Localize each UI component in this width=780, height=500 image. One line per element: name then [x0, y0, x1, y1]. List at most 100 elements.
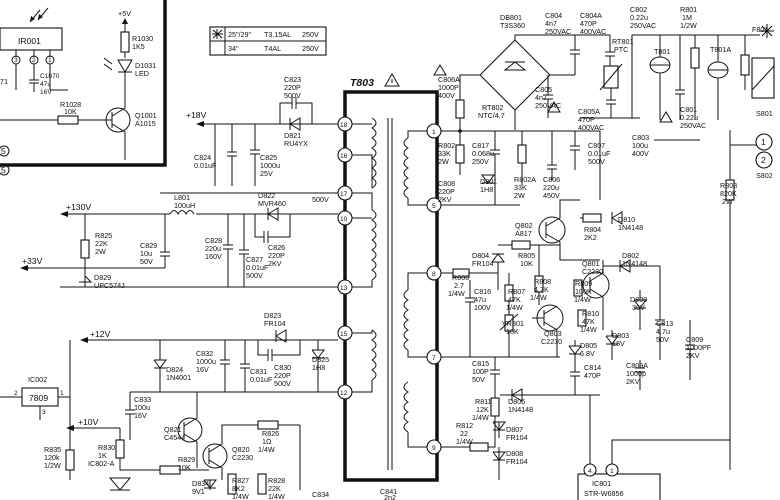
- svg-text:1N4148: 1N4148: [622, 259, 647, 268]
- svg-text:D801: D801: [480, 177, 497, 186]
- c806a-warning-icon: [433, 64, 447, 76]
- c830-capacitor: [257, 340, 301, 361]
- svg-text:D806: D806: [508, 397, 525, 406]
- c831-capacitor: [240, 340, 250, 392]
- svg-text:1/4W: 1/4W: [232, 492, 249, 500]
- svg-text:9: 9: [432, 445, 436, 452]
- c809-capacitor: [685, 320, 695, 380]
- svg-text:2K2: 2K2: [584, 233, 597, 242]
- svg-text:R801: R801: [680, 5, 697, 14]
- svg-text:15: 15: [340, 331, 348, 338]
- f801-star-icon: [760, 24, 774, 38]
- svg-text:250VAC: 250VAC: [630, 21, 656, 30]
- svg-text:IC002: IC002: [28, 375, 47, 384]
- svg-text:R828: R828: [268, 476, 285, 485]
- left-connector-pin-b: [0, 164, 10, 176]
- svg-text:1K: 1K: [98, 451, 107, 460]
- c816-capacitor: [465, 280, 475, 357]
- control-circuits: Q802 A817 R804 2K2 D810 1N4148 D804 FR10…: [380, 199, 730, 500]
- svg-text:D824: D824: [166, 365, 183, 374]
- svg-text:R808: R808: [534, 277, 551, 286]
- l801-inductor: [169, 210, 195, 216]
- svg-text:C831: C831: [250, 367, 267, 376]
- svg-text:LED: LED: [135, 69, 149, 78]
- r812-resistor: [469, 442, 489, 452]
- svg-text:1/4W: 1/4W: [456, 437, 473, 446]
- d805-zener: [568, 340, 582, 370]
- svg-text:1/4W: 1/4W: [258, 445, 275, 454]
- led-arrows: [103, 57, 113, 71]
- c805-warning-icon: [547, 101, 561, 113]
- svg-text:47u: 47u: [40, 81, 51, 88]
- c805a-capacitor: [580, 88, 640, 119]
- svg-text:47K: 47K: [582, 317, 595, 326]
- svg-text:1000u: 1000u: [260, 161, 280, 170]
- svg-text:D810: D810: [618, 215, 635, 224]
- svg-text:R835: R835: [44, 445, 61, 454]
- svg-text:1/4W: 1/4W: [472, 413, 489, 422]
- svg-text:1/4W: 1/4W: [268, 492, 285, 500]
- svg-text:0.068u: 0.068u: [472, 149, 494, 158]
- ir-wires: [15, 64, 68, 91]
- c815-capacitor: [490, 357, 500, 390]
- svg-text:1N4148: 1N4148: [508, 405, 533, 414]
- svg-text:Q1001: Q1001: [135, 111, 157, 120]
- svg-text:50V: 50V: [656, 335, 669, 344]
- svg-text:2W: 2W: [514, 191, 525, 200]
- standby-block: IR001 3 2 1 71 C1070 47u 16V +5V R1030 1…: [0, 0, 167, 176]
- svg-text:2KV: 2KV: [268, 259, 282, 268]
- svg-text:FR104: FR104: [506, 457, 528, 466]
- svg-text:C816: C816: [474, 287, 491, 296]
- svg-text:T801: T801: [654, 47, 670, 56]
- q821-transistor: [177, 417, 203, 443]
- svg-text:1/4W: 1/4W: [530, 293, 547, 302]
- svg-text:0.01uF: 0.01uF: [588, 149, 611, 158]
- svg-text:C803: C803: [632, 133, 649, 142]
- svg-text:1N4148: 1N4148: [618, 223, 643, 232]
- svg-text:1/2W: 1/2W: [680, 21, 697, 30]
- svg-text:100P: 100P: [472, 367, 489, 376]
- svg-text:16V: 16V: [40, 89, 52, 96]
- svg-text:Q802: Q802: [515, 221, 533, 230]
- svg-text:500V: 500V: [246, 271, 263, 280]
- svg-text:4.7K: 4.7K: [534, 285, 549, 294]
- svg-text:R803: R803: [720, 181, 737, 190]
- svg-text:R830: R830: [98, 443, 115, 452]
- svg-text:R829: R829: [178, 455, 195, 464]
- svg-text:400V: 400V: [632, 149, 649, 158]
- svg-text:100uH: 100uH: [174, 201, 195, 210]
- 5v-label: +5V: [118, 9, 131, 18]
- q802-transistor: [538, 216, 566, 244]
- svg-text:D805: D805: [580, 341, 597, 350]
- svg-text:R826: R826: [262, 429, 279, 438]
- s802-pin-2: [755, 151, 773, 169]
- svg-text:71: 71: [0, 77, 8, 86]
- svg-text:2: 2: [761, 155, 766, 165]
- svg-text:8K2: 8K2: [232, 484, 245, 493]
- svg-text:C2230: C2230: [541, 337, 562, 346]
- svg-text:IC802-A: IC802-A: [88, 459, 115, 468]
- svg-text:R812: R812: [456, 421, 473, 430]
- r828-resistor: [257, 473, 267, 495]
- 12v-label: +12V: [90, 329, 111, 339]
- svg-text:C804: C804: [545, 11, 562, 20]
- svg-text:C804A: C804A: [580, 11, 602, 20]
- svg-text:1N4001: 1N4001: [166, 373, 191, 382]
- svg-text:220u: 220u: [205, 244, 221, 253]
- svg-text:C817: C817: [472, 141, 489, 150]
- svg-text:C824: C824: [194, 153, 211, 162]
- primary-circuits: DB801 T3S360 C804 4n7 250VAC C805 4n7 25…: [433, 5, 775, 470]
- svg-text:10K: 10K: [506, 327, 519, 336]
- c833-capacitor: [125, 392, 135, 440]
- r804-resistor: [582, 213, 602, 223]
- c801-capacitor: [675, 35, 685, 120]
- svg-text:C809: C809: [686, 335, 703, 344]
- svg-text:10u: 10u: [140, 249, 152, 258]
- svg-text:220P: 220P: [438, 187, 455, 196]
- d822-diode: [267, 207, 279, 221]
- svg-text:C805: C805: [535, 85, 552, 94]
- c804a-capacitor: [605, 35, 615, 70]
- 10v-label: +10V: [78, 417, 99, 427]
- svg-text:T3.15AL: T3.15AL: [264, 30, 291, 39]
- svg-text:FR104: FR104: [506, 433, 528, 442]
